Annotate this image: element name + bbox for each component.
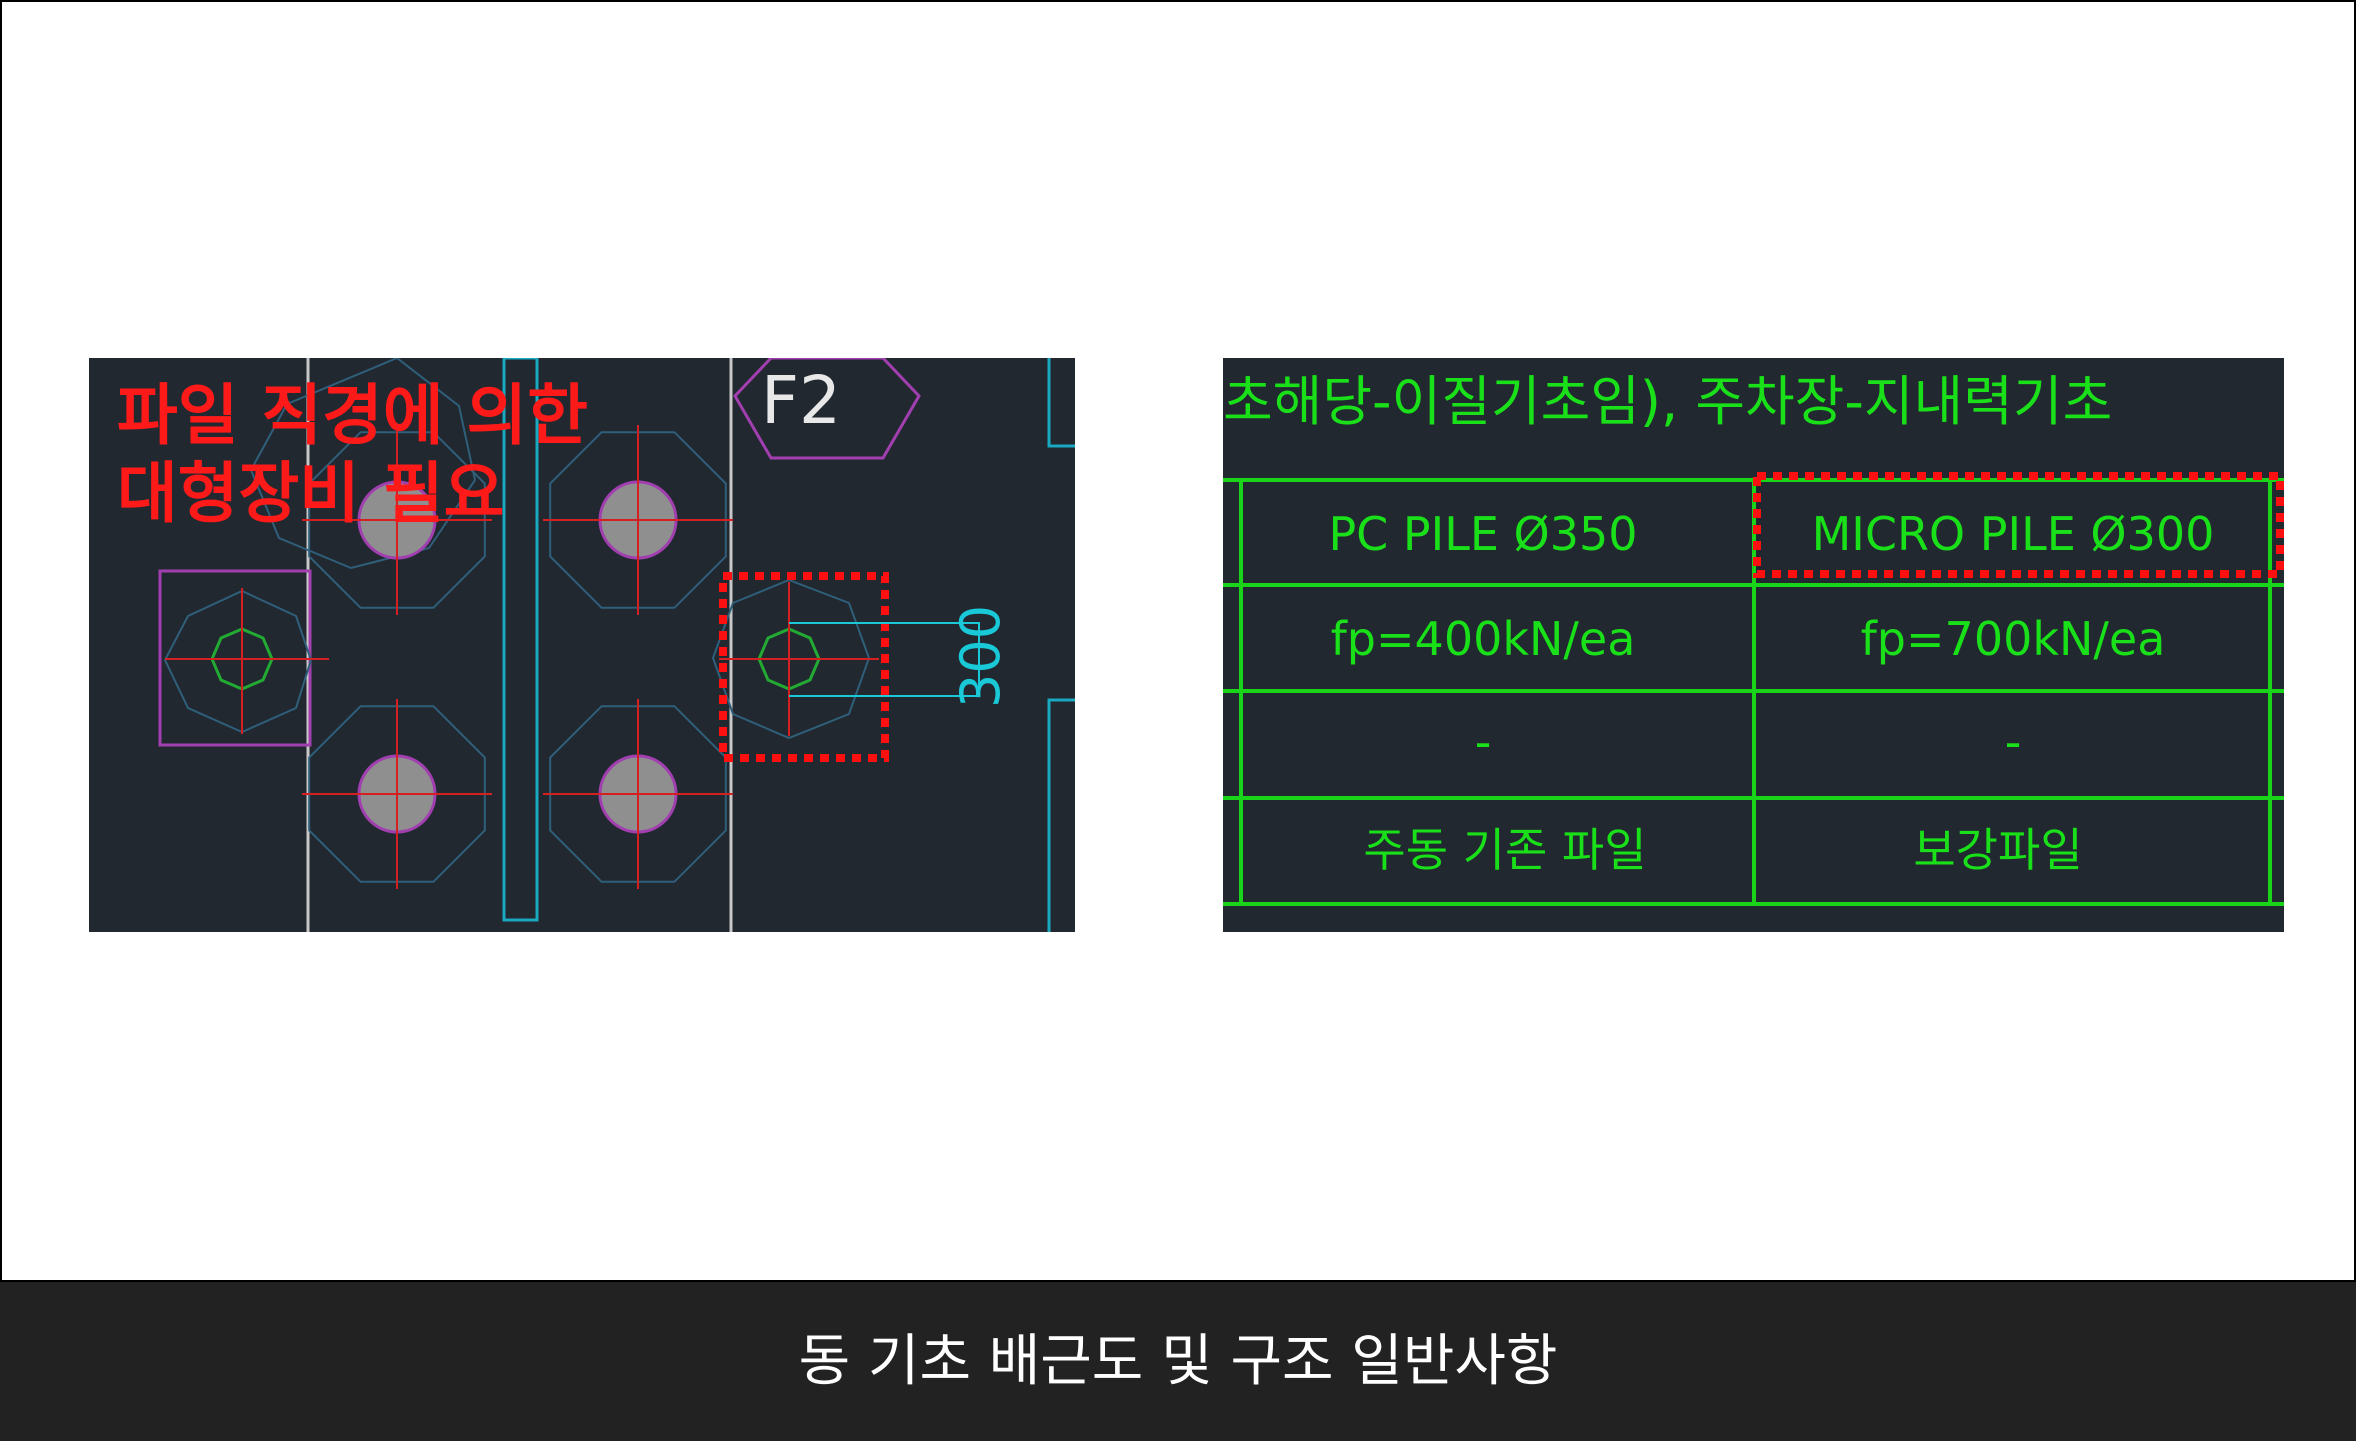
cell-pc-pile-empty: -	[1475, 715, 1492, 769]
pile-octagon	[308, 431, 486, 609]
pile-schedule-drawing: 초해당-이질기초임), 주차장-지내력기초 PC PILE Ø350 MICRO…	[1223, 358, 2284, 932]
figure-caption: 동 기초 배근도 및 구조 일반사항	[798, 1329, 1558, 1394]
cell-pc-pile-type: PC PILE Ø350	[1328, 507, 1637, 561]
pc-pile	[302, 425, 492, 615]
note-line-1: 파일 직경에 의한	[117, 377, 588, 454]
wall-strip	[502, 358, 539, 922]
pile-schedule-svg: 초해당-이질기초임), 주차장-지내력기초 PC PILE Ø350 MICRO…	[1223, 370, 2284, 906]
cell-micro-pile-capacity: fp=700kN/ea	[1861, 612, 2166, 666]
dimension-line	[789, 622, 980, 697]
pc-pile	[302, 699, 492, 889]
foundation-plan-drawing: 300 F2 파일 직경에 의한 대형장비 필요	[89, 358, 1075, 932]
schedule-header-text: 초해당-이질기초임), 주차장-지내력기초	[1223, 370, 2112, 433]
pc-pile	[543, 425, 733, 615]
cell-pc-pile-capacity: fp=400kN/ea	[1331, 612, 1636, 666]
pc-pile	[543, 699, 733, 889]
pile-hex	[163, 589, 313, 734]
cell-micro-pile-role: 보강파일	[1913, 823, 2082, 877]
pile-octagon	[549, 431, 727, 609]
highlight-box-micro-pile-header	[1753, 472, 2284, 578]
dimension-label: 300	[949, 605, 1012, 708]
footing-tag-hexagon	[733, 358, 921, 460]
footing-label: F2	[761, 362, 841, 439]
note-line-2: 대형장비 필요	[117, 455, 504, 532]
pile-group	[302, 425, 733, 889]
highlight-box-micro-pile	[719, 572, 889, 762]
caption-bar: 동 기초 배근도 및 구조 일반사항	[0, 1282, 2356, 1441]
footing-edge	[1047, 358, 1075, 448]
footing-edge	[1047, 698, 1075, 932]
pc-pile-top-left	[249, 358, 477, 570]
pile-octagon	[308, 705, 486, 883]
pile-octagon	[549, 705, 727, 883]
cell-pc-pile-role: 주동 기존 파일	[1363, 823, 1646, 877]
cell-micro-pile-type: MICRO PILE Ø300	[1812, 507, 2215, 561]
foundation-plan-svg: 300 F2 파일 직경에 의한 대형장비 필요	[117, 358, 1075, 932]
cell-micro-pile-empty: -	[2005, 715, 2022, 769]
